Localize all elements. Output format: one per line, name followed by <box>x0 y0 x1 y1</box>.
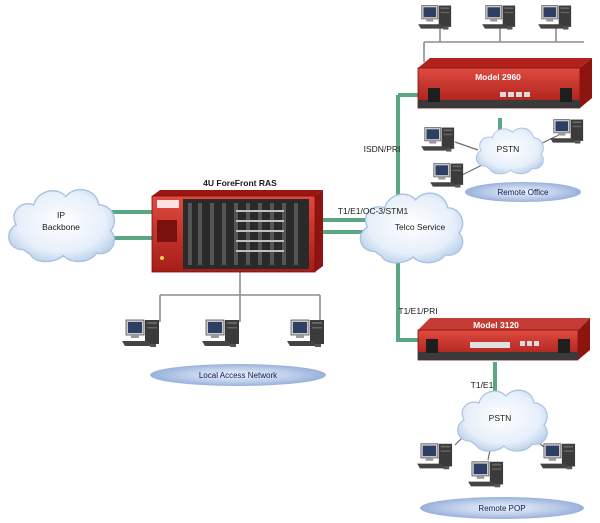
model-2960-router <box>417 58 592 109</box>
workstation-icon <box>467 461 504 488</box>
svg-text:Backbone: Backbone <box>42 222 80 232</box>
pstn-pop-cloud: PSTN <box>457 389 548 452</box>
forefront-ras-chassis <box>151 190 323 273</box>
svg-text:Local Access Network: Local Access Network <box>199 371 278 380</box>
workstation-icon <box>420 127 455 153</box>
workstation-icon <box>429 163 464 189</box>
workstation-icon <box>286 319 325 348</box>
workstation-icon <box>201 319 240 348</box>
ip-backbone-cloud: IP Backbone <box>7 188 116 263</box>
workstation-icon <box>121 319 160 348</box>
model-2960-label: Model 2960 <box>475 72 521 82</box>
workstation-icon <box>537 5 572 31</box>
svg-text:Remote POP: Remote POP <box>478 504 525 513</box>
workstation-icon <box>416 443 453 470</box>
svg-text:PSTN: PSTN <box>497 144 520 154</box>
office-lan-lines <box>423 28 584 62</box>
workstation-icon <box>539 443 576 470</box>
workstation-icon <box>417 5 452 31</box>
t1-e1-pri-label: T1/E1/PRI <box>398 306 437 316</box>
lan-lines <box>159 270 321 322</box>
telco-cloud: Telco Service <box>359 192 464 264</box>
ras-title: 4U ForeFront RAS <box>203 178 277 188</box>
remote-office-label: Remote Office <box>465 182 581 202</box>
pstn-office-cloud: PSTN <box>475 127 544 175</box>
workstation-icon <box>549 119 584 145</box>
svg-text:Remote Office: Remote Office <box>498 188 550 197</box>
local-access-network-label: Local Access Network <box>150 364 326 386</box>
svg-text:Telco Service: Telco Service <box>395 222 446 232</box>
isdn-pri-label: ISDN/PRI <box>364 144 401 154</box>
svg-text:PSTN: PSTN <box>489 413 512 423</box>
telco-downlink <box>396 250 418 342</box>
workstation-icon <box>481 5 516 31</box>
model-3120-router <box>417 318 590 361</box>
trunk-label: T1/E1/OC-3/STM1 <box>338 206 409 216</box>
model-3120-label: Model 3120 <box>473 320 519 330</box>
svg-text:IP: IP <box>57 210 65 220</box>
remote-pop-label: Remote POP <box>420 497 584 519</box>
t1-e1-label: T1/E1 <box>471 380 494 390</box>
